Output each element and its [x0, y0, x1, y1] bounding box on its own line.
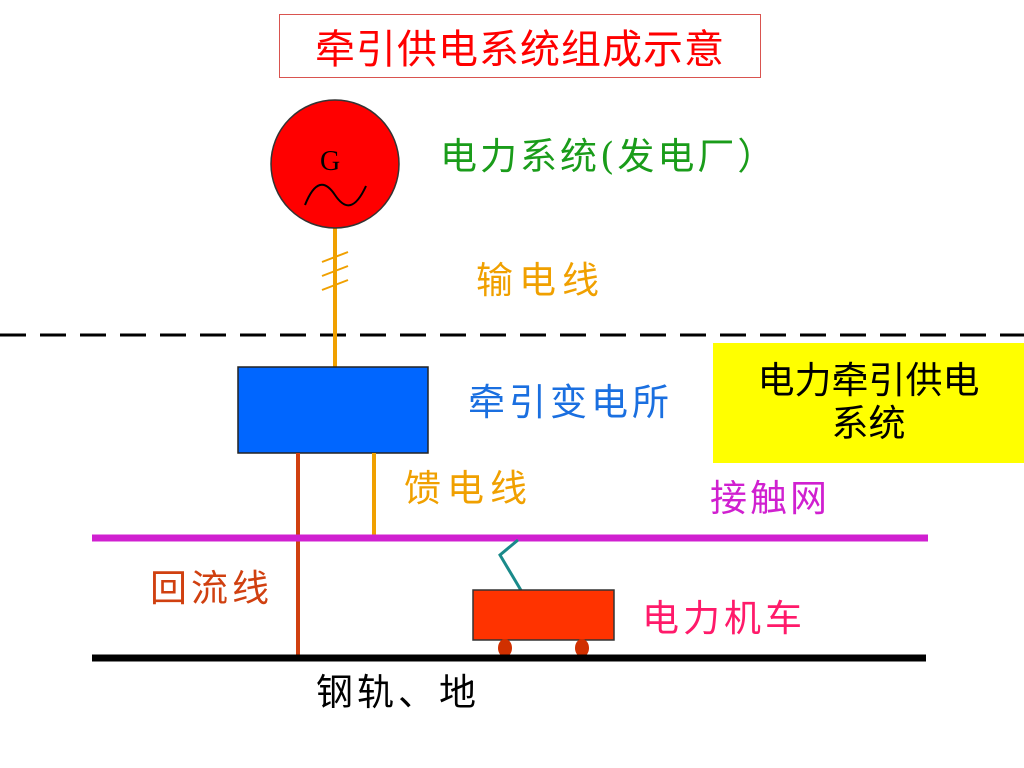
generator-letter: G [320, 146, 341, 177]
callout-line-1: 电力牵引供电 [757, 359, 980, 403]
traction-system-callout: 电力牵引供电 系统 [713, 343, 1024, 463]
traction-substation-label: 牵引变电所 [468, 381, 673, 424]
diagram-title: 牵引供电系统组成示意 [315, 27, 725, 73]
locomotive-wheel-left [498, 639, 512, 657]
three-phase-ticks-icon [321, 251, 349, 291]
power-system-label: 电力系统(发电厂） [440, 135, 778, 178]
locomotive-wheel-right [575, 639, 589, 657]
callout-line-2: 系统 [831, 402, 906, 445]
catenary-label: 接触网 [710, 477, 830, 520]
feeder-line-label: 馈电线 [404, 467, 533, 510]
return-line-label: 回流线 [150, 567, 273, 610]
diagram-title-box: 牵引供电系统组成示意 [279, 14, 761, 78]
electric-locomotive-label: 电力机车 [642, 597, 806, 640]
ac-wave-icon [304, 183, 367, 207]
locomotive-body [472, 589, 615, 641]
pantograph-icon [498, 538, 524, 593]
generator-icon [270, 99, 400, 229]
substation-box [237, 366, 429, 454]
rail-ground-label: 钢轨、地 [316, 671, 480, 714]
transmission-line-label: 输电线 [476, 259, 605, 302]
